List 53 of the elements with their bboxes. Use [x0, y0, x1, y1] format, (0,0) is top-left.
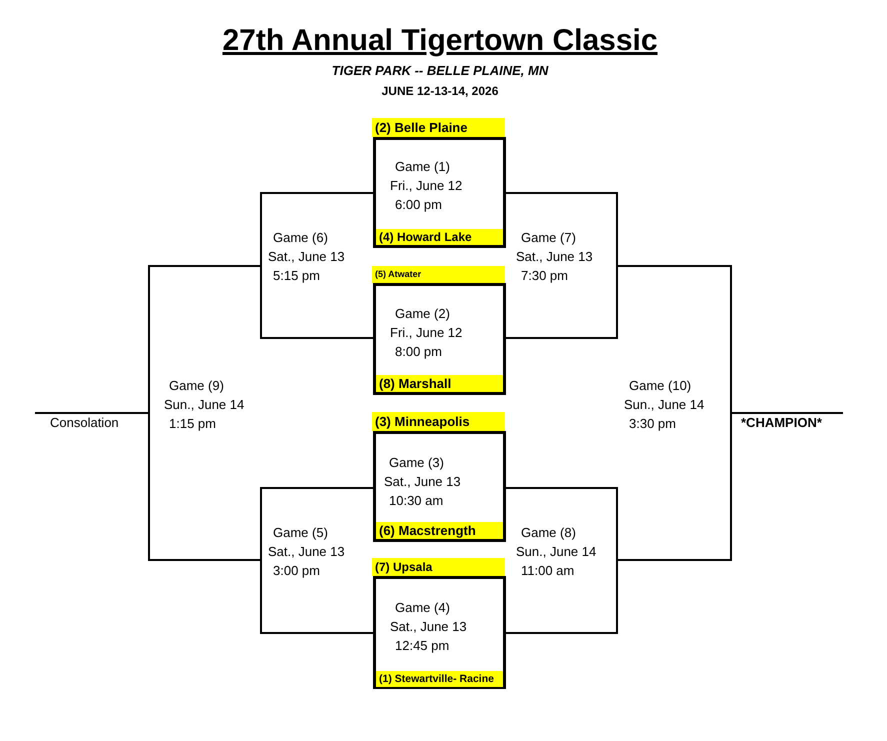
game-number: Game (3): [389, 454, 444, 472]
game-date: Fri., June 12: [390, 177, 462, 195]
game-box: [373, 576, 506, 689]
game-time: 12:45 pm: [395, 637, 450, 655]
game-number: Game (6): [273, 229, 328, 247]
game-date: Sun., June 14: [516, 543, 596, 561]
game-time: 3:30 pm: [629, 415, 676, 433]
game-time: 1:15 pm: [169, 415, 216, 433]
game-bracket: [505, 192, 618, 339]
game-number: Game (10): [629, 377, 692, 395]
result-line-label: *CHAMPION*: [731, 412, 843, 434]
team-label: (4) Howard Lake: [376, 229, 503, 245]
team-label: (2) Belle Plaine: [372, 118, 505, 137]
game-time: 5:15 pm: [273, 267, 320, 285]
team-label: (8) Marshall: [376, 375, 503, 392]
team-label: (1) Stewartville- Racine: [376, 671, 503, 687]
game-time: 8:00 pm: [395, 343, 442, 361]
game-number: Game (9): [169, 377, 224, 395]
game-date: Sat., June 13: [390, 618, 467, 636]
game-number: Game (7): [521, 229, 576, 247]
team-label: (5) Atwater: [372, 266, 505, 283]
game-bracket: [505, 487, 618, 634]
game-date: Sun., June 14: [164, 396, 244, 414]
game-bracket: [148, 265, 260, 561]
game-time: 11:00 am: [521, 562, 574, 580]
subtitle: JUNE 12-13-14, 2026: [382, 84, 498, 98]
game-date: Sat., June 13: [268, 543, 345, 561]
game-number: Game (8): [521, 524, 576, 542]
game-number: Game (1): [395, 158, 450, 176]
game-bracket: [260, 192, 373, 339]
game-box: [373, 283, 506, 395]
subtitle: TIGER PARK -- BELLE PLAINE, MN: [332, 63, 548, 78]
game-time: 7:30 pm: [521, 267, 568, 285]
game-time: 6:00 pm: [395, 196, 442, 214]
game-box: [373, 431, 506, 542]
title: 27th Annual Tigertown Classic: [222, 24, 658, 57]
team-label: (3) Minneapolis: [372, 412, 505, 431]
game-number: Game (2): [395, 305, 450, 323]
game-date: Sun., June 14: [624, 396, 704, 414]
result-line-label: Consolation: [35, 412, 148, 434]
game-date: Sat., June 13: [516, 248, 593, 266]
game-box: [373, 137, 506, 248]
game-date: Fri., June 12: [390, 324, 462, 342]
game-number: Game (5): [273, 524, 328, 542]
game-number: Game (4): [395, 599, 450, 617]
game-date: Sat., June 13: [384, 473, 461, 491]
game-time: 10:30 am: [389, 492, 444, 510]
game-date: Sat., June 13: [268, 248, 345, 266]
team-label: (6) Macstrength: [376, 522, 503, 539]
team-label: (7) Upsala: [372, 558, 505, 576]
game-time: 3:00 pm: [273, 562, 320, 580]
game-bracket: [617, 265, 732, 561]
game-bracket: [260, 487, 373, 634]
